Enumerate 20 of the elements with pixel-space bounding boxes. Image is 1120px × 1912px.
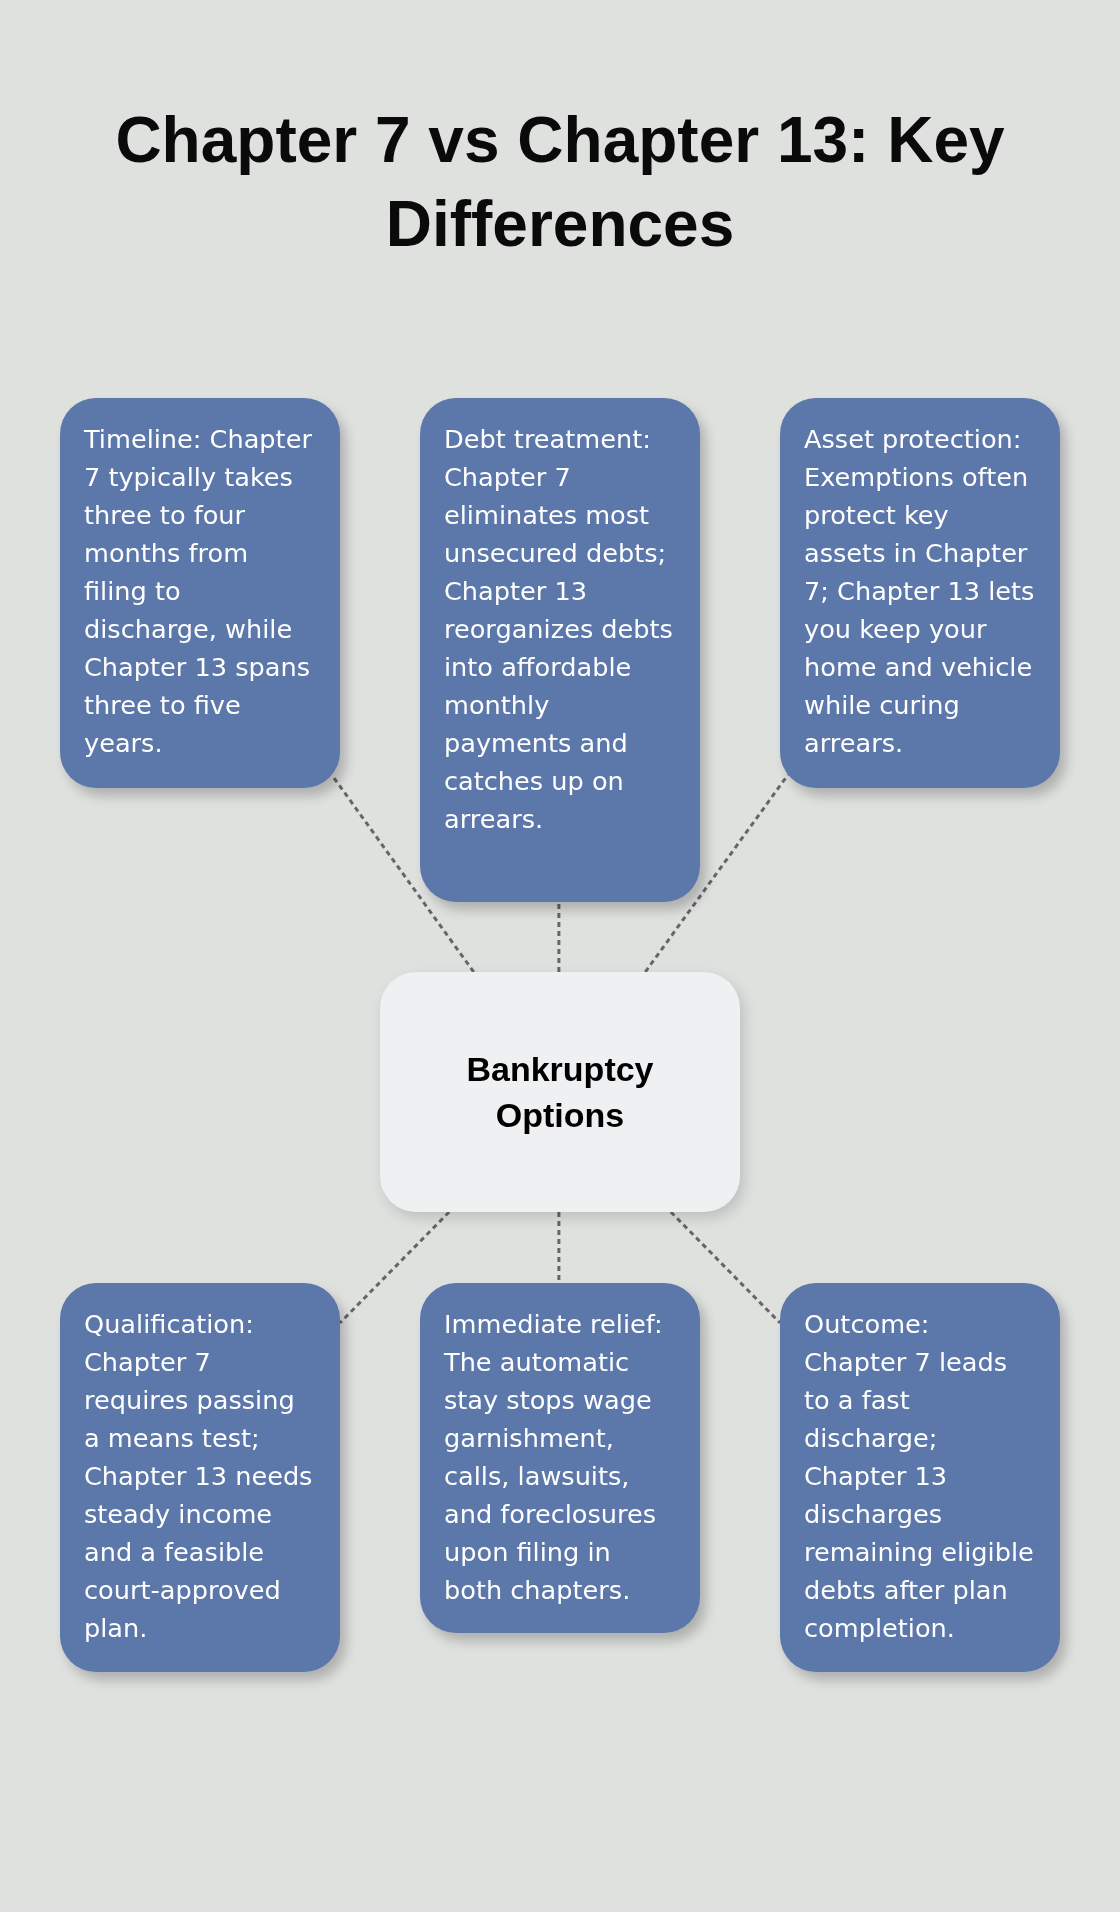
dotted-connector	[557, 902, 561, 972]
dotted-connector	[557, 1212, 561, 1283]
central-topic-box	[380, 972, 740, 1212]
topic-text: Immediate relief: The automatic stay stops wage garnishment, calls, lawsuits, and foreclosures upon filing in both chapters.	[444, 1308, 664, 1607]
topic-text: Timeline: Chapter 7 typically takes three to four months from filing to discharge, while Chapter 13 spans three to five years.	[84, 423, 313, 760]
topic-box	[60, 398, 340, 788]
topic-box	[420, 398, 700, 902]
topic-box	[780, 1283, 1060, 1672]
title: Chapter 7 vs Chapter 13: Key Differences	[114, 103, 1006, 262]
topic-box	[780, 398, 1060, 788]
topic-text: Outcome: Chapter 7 leads to a fast discharge; Chapter 13 discharges remaining eligible debts after plan completion.	[804, 1308, 1035, 1645]
central-topic-text: Bankruptcy Options	[465, 1049, 655, 1136]
topic-text: Qualification: Chapter 7 requires passing a means test; Chapter 13 needs steady income and a feasible court-approved plan.	[84, 1308, 314, 1645]
topic-box	[60, 1283, 340, 1672]
topic-text: Debt treatment: Chapter 7 eliminates most unsecured debts; Chapter 13 reorganizes debts into affordable monthly payments and catches up on arrears.	[444, 423, 674, 836]
dotted-connector	[338, 1210, 451, 1324]
topic-box	[420, 1283, 700, 1633]
topic-text: Asset protection: Exemptions often protect key assets in Chapter 7; Chapter 13 lets you keep your home and vehicle while curing arrears.	[804, 423, 1036, 760]
dotted-connector	[669, 1210, 782, 1324]
dotted-connector	[330, 774, 475, 973]
